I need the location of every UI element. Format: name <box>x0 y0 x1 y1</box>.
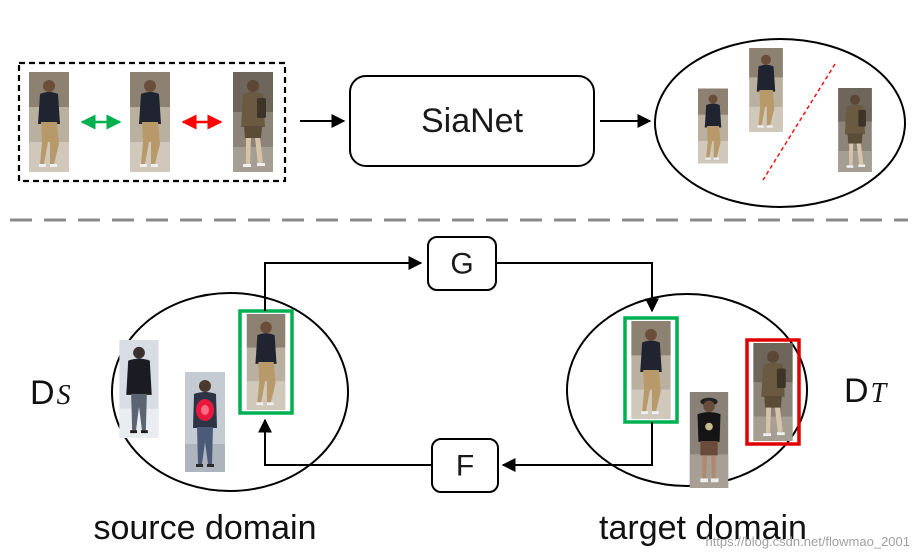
generator-f-label: F <box>456 450 474 483</box>
watermark-url: https://blog.csdn.net/flowmao_2001 <box>705 534 910 549</box>
target-translated-image <box>631 321 671 419</box>
target-mismatch-image <box>753 343 793 441</box>
generator-f-box: F <box>431 438 499 493</box>
positive-person-image <box>130 72 170 172</box>
target-symbol-main: D <box>844 372 869 410</box>
target-domain-caption: target domain <box>599 509 807 547</box>
arrow-source-to-g <box>264 256 423 311</box>
source-symbol-sub: S <box>57 380 71 411</box>
source-person-image-1 <box>119 340 159 438</box>
embedded-positive-image <box>749 48 783 132</box>
negative-person-image <box>233 72 273 172</box>
triplet-dashed-frame <box>17 61 287 183</box>
sianet-label: SiaNet <box>421 102 524 140</box>
svg-text:DS: DS <box>30 374 71 412</box>
embedding-space-ellipse <box>654 38 906 208</box>
generator-g-label: G <box>450 248 473 281</box>
source-selected-image <box>246 314 286 410</box>
source-symbol-main: D <box>30 374 55 412</box>
target-symbol-sub: T <box>871 378 889 409</box>
source-domain-ellipse <box>111 292 349 492</box>
embedded-anchor-image <box>698 88 728 164</box>
source-person-image-2 <box>185 372 225 472</box>
source-domain-caption: source domain <box>93 509 316 547</box>
svg-text:DT: DT <box>844 372 889 410</box>
arrow-f-to-source <box>258 418 432 466</box>
target-domain-ellipse <box>566 293 808 488</box>
triplet-input-group <box>17 61 287 183</box>
embedded-negative-image <box>838 88 872 172</box>
sianet-box: SiaNet <box>349 75 595 167</box>
anchor-person-image <box>29 72 69 172</box>
target-mismatch-highlight <box>745 338 801 446</box>
separation-dashed-line <box>762 63 836 181</box>
generator-g-box: G <box>427 236 497 291</box>
arrow-g-to-target <box>496 262 659 313</box>
source-domain-symbol: DS <box>30 374 71 412</box>
target-person-image <box>689 392 729 488</box>
target-domain-symbol: DT <box>844 372 889 410</box>
arrow-target-to-f <box>501 422 653 472</box>
